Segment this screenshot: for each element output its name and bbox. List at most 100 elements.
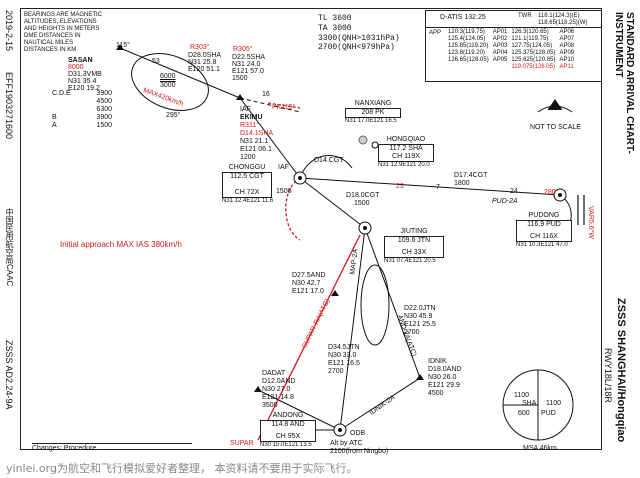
- alt-2100: 2100(from Ningbo): [330, 448, 389, 455]
- d220jtn-label: D22.0JTN: [404, 305, 436, 312]
- d174cgt-label: D17.4CGT: [454, 172, 488, 179]
- sasan-red-alt: 8000: [68, 64, 84, 71]
- pudong-freq: 116.9 PUD: [527, 221, 561, 228]
- d220jtn-line-1: E121 25.5: [404, 321, 436, 328]
- pud-dist-1: 24: [510, 188, 518, 195]
- andong-name: ANDONG: [272, 412, 304, 419]
- cgt-pud-leg: [299, 177, 561, 196]
- odb-dot: [338, 428, 342, 432]
- andong-ch: CH 95X: [275, 433, 301, 440]
- effective-code: EFF1903271600: [4, 72, 14, 140]
- holding-inbound: 115°: [116, 42, 130, 49]
- not-to-scale: NOT TO SCALE: [530, 124, 581, 131]
- hongqiao-coord: N31 12.9E121 20.0: [378, 162, 430, 168]
- units-note: BEARINGS ARE MAGNETIC ALTITUDES, ELEVATI…: [24, 12, 103, 53]
- r303-line-1: N31 25.8: [188, 59, 217, 66]
- idnik-name: IDNIK: [428, 358, 447, 365]
- pudong-box: PUDONG 116.9 PUD CH 116X N31 10.3E121 47…: [516, 212, 572, 249]
- alt-by-atc: Alt by ATC: [330, 440, 363, 447]
- app-row: 119.075(128.05)AP11: [511, 64, 574, 70]
- chonggu-freq: 112.5 CGT: [230, 173, 264, 180]
- msa-sha: SHA: [522, 400, 537, 407]
- andong-box: ANDONG 114.8 AND CH 95X N30 15.0E121 13.…: [260, 412, 316, 449]
- pudong-frame: 116.9 PUD CH 116X: [516, 220, 572, 242]
- runway-symbol: [577, 195, 585, 225]
- ekimu-iaf-title: IAF: [240, 106, 251, 113]
- ekimu-line-1: E121 06.1: [240, 146, 272, 153]
- sasan-name: SASAN: [68, 57, 93, 64]
- nanxiang-name: NANXIANG: [354, 100, 392, 107]
- changes-note: Changes: Procedure.: [32, 443, 192, 453]
- red-turn-arc: [285, 177, 301, 241]
- pudong-name: PUDONG: [528, 212, 560, 219]
- app-label: APP: [429, 30, 442, 36]
- jiuting-box: JIUTING 109.6 JTN CH 33X N31 07.4E121 20…: [384, 228, 444, 265]
- runway-title: RWY18L/18R: [603, 348, 613, 403]
- nanxiang-ndb: [358, 135, 368, 145]
- cde-row: 6300: [96, 106, 112, 113]
- r305-line-0: D22.5SHA: [232, 54, 266, 61]
- ekimu-line-0: N31 21.1: [240, 138, 269, 145]
- d220jtn-line-2: 2700: [404, 329, 420, 336]
- jiuting-frame: 109.6 JTN CH 33X: [384, 236, 444, 258]
- turn-arc: [299, 155, 353, 179]
- hongqiao-name: HONGQIAO: [386, 136, 426, 143]
- pud-route-label: PUD-2A: [492, 198, 518, 205]
- dadat-dme: D12.0AND: [262, 378, 296, 385]
- chonggu-box: CHONGGU 112.5 CGT CH 72X N31 12.4E121 11…: [222, 164, 273, 205]
- ekimu-iaf-leg: [239, 97, 301, 179]
- d220jtn-line-0: N30 45.9: [404, 313, 433, 320]
- dadat-leg: [257, 389, 341, 431]
- effective-date: 2019-2-15: [4, 10, 14, 52]
- nanxiang-box: NANXIANG 208 PK N31 17.0E121 16.5: [345, 100, 401, 125]
- transition-level: TL 3600: [318, 14, 352, 23]
- chart-frame: [20, 8, 602, 450]
- iaf-left-title: IAF: [278, 164, 289, 171]
- authority-label: 中国民用航空局CAAC: [5, 208, 14, 287]
- pudong-ch: CH 116X: [530, 233, 558, 240]
- twr-label: TWR: [518, 13, 532, 19]
- d18cgt-label: D18.0CGT: [346, 192, 380, 199]
- idnik-fix: [416, 374, 424, 380]
- msa-value-1: 600: [518, 410, 530, 417]
- hongqiao-freq: 117.2 SHA: [389, 145, 423, 152]
- jiuting-ch: CH 33X: [401, 249, 427, 256]
- sasan-ekimu-leg: [119, 47, 241, 99]
- r305-line-2: E121 57.0: [232, 68, 264, 75]
- msa-pud: PUD: [541, 410, 556, 417]
- dadat-name: DADAT: [262, 370, 286, 377]
- jiuting-freq: 109.6 JTN: [397, 237, 431, 244]
- idnik-dme: D18.0AND: [428, 366, 462, 373]
- ekimu-fix: [236, 94, 244, 100]
- chonggu-name: CHONGGU: [228, 164, 266, 171]
- r303-label: R303°: [190, 44, 210, 51]
- hongqiao-ch: CH 119X: [392, 153, 420, 160]
- sasan-line-2: E120 19.2: [68, 85, 100, 92]
- initial-approach-note: Initial approach MAX IAS 380km/h: [60, 240, 182, 249]
- d345jtn-line-2: 2700: [328, 368, 344, 375]
- ekimu-pk-leg: [239, 97, 301, 113]
- iaf-left-alt: 1500: [276, 188, 292, 195]
- d14cgt-label: D14.CGT: [314, 157, 344, 164]
- d275and-fix: [331, 290, 339, 296]
- tl-line1: 3300(QNH>1031hPa): [318, 34, 400, 43]
- chart-code: ZSSS AD2.24-9A: [4, 340, 14, 410]
- sasan-line-1: N31 35.4: [68, 78, 97, 85]
- ekimu-name: EKIMU: [240, 114, 263, 121]
- msa-value-2: 1100: [546, 400, 562, 407]
- magnetic-variation: VAR5.6°W: [587, 206, 594, 240]
- map-2a-leg: [339, 227, 366, 431]
- dadat-line-0: N30 27.0: [262, 386, 291, 393]
- r305-label: R305°: [233, 46, 253, 53]
- nanxiang-coord: N31 17.0E121 16.5: [345, 118, 397, 124]
- holding-pattern: [131, 53, 209, 111]
- chart-type-title: STANDARD ARRIVAL CHART-INSTRUMENT: [613, 12, 635, 154]
- watermark-text: yinlei.org为航空和飞行模拟爱好者整理， 本资料请不要用于实际飞行。: [6, 462, 358, 475]
